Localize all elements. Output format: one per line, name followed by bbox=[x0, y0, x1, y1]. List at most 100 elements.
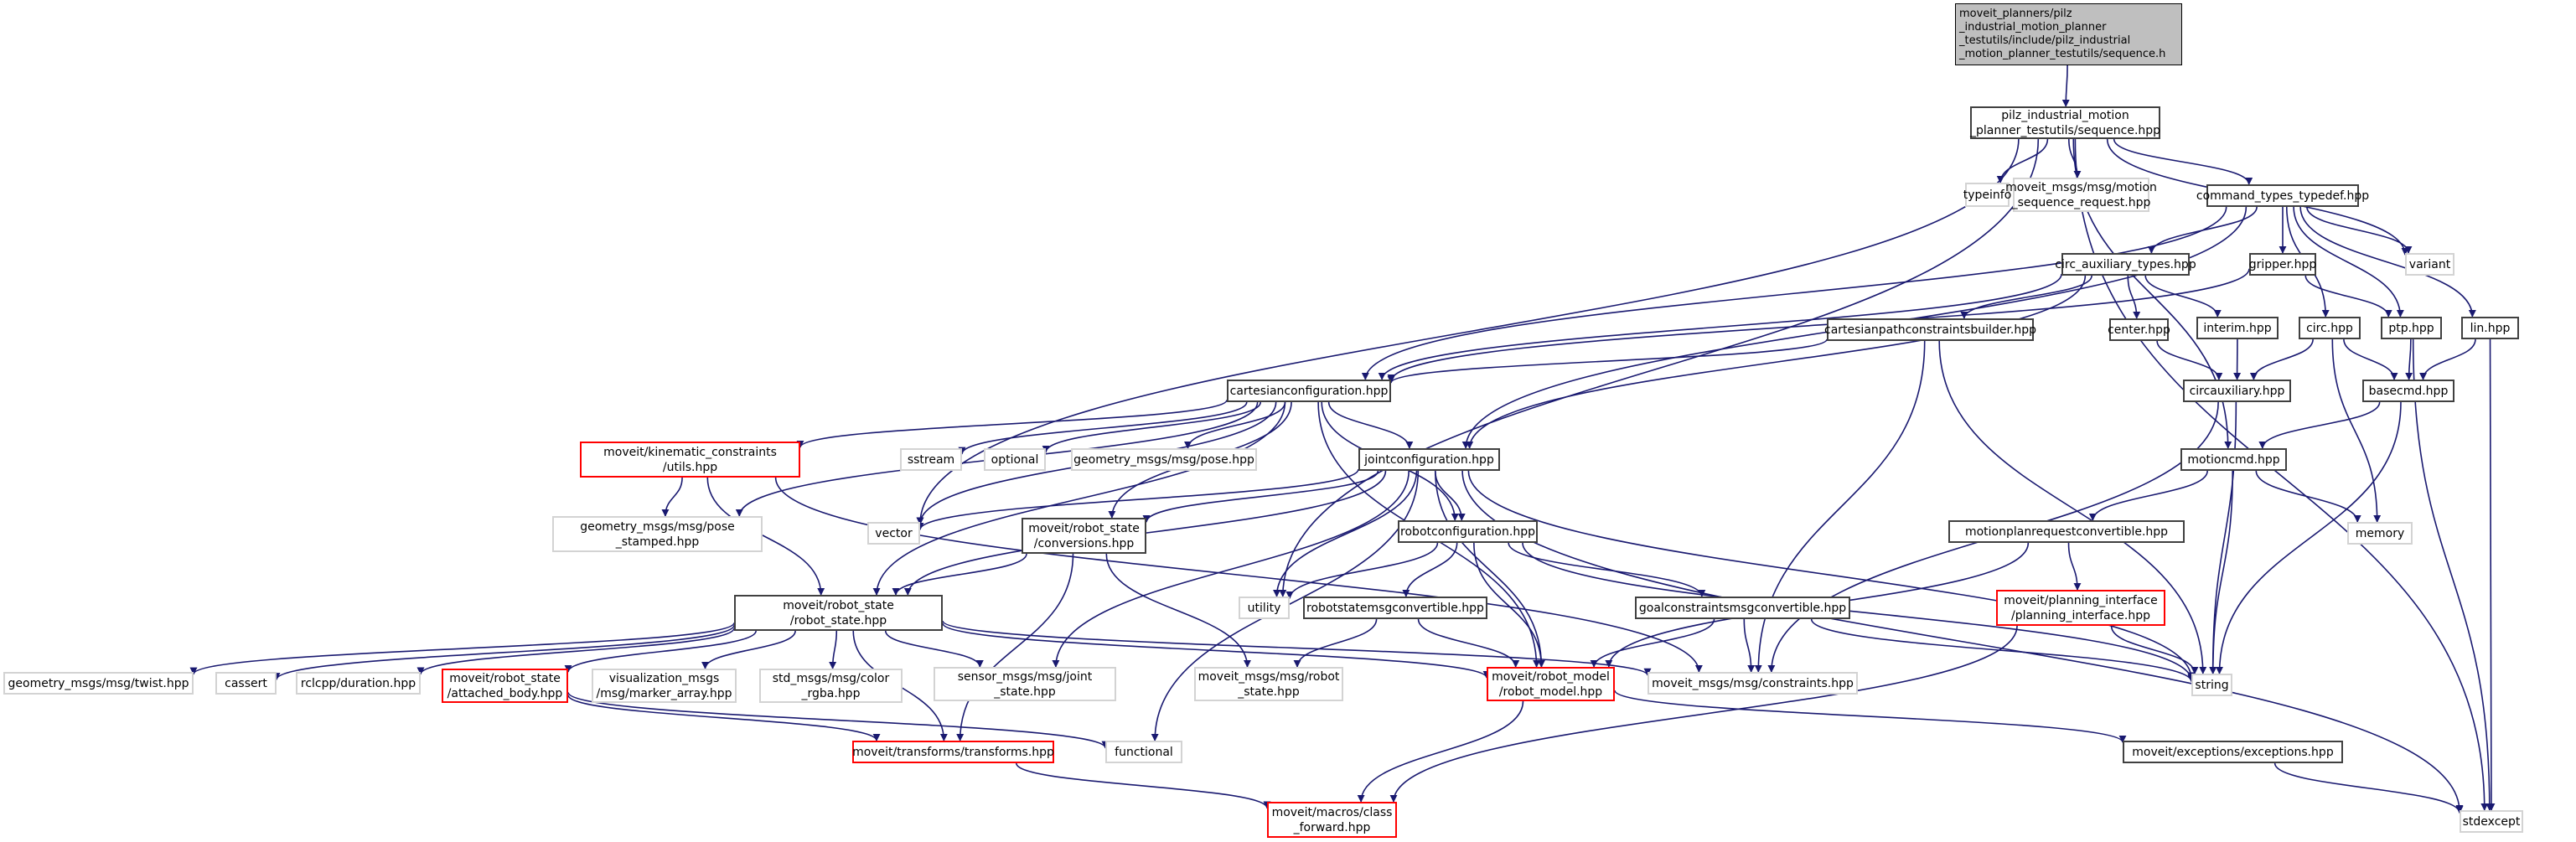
edge-jointconfiguration-to-robotconfiguration bbox=[1434, 470, 1466, 521]
edge-robot-state-to-robot-model bbox=[942, 622, 1491, 679]
edge-kinematic-utils-to-constraints bbox=[774, 477, 1703, 673]
node-robot-state-msg: moveit_msgs/msg/robot _state.hpp bbox=[1194, 667, 1343, 701]
node-gripper[interactable]: gripper.hpp bbox=[2249, 253, 2316, 276]
node-sstream: sstream bbox=[900, 448, 962, 471]
node-robotconfiguration[interactable]: robotconfiguration.hpp bbox=[1398, 520, 1538, 543]
node-pose: geometry_msgs/msg/pose.hpp bbox=[1071, 448, 1257, 471]
node-optional: optional bbox=[984, 448, 1046, 471]
edge-circauxiliary-to-string bbox=[2209, 401, 2237, 674]
edge-exceptions-to-stdexcept bbox=[2273, 762, 2464, 814]
node-robotstatemsgconvertible[interactable]: robotstatemsgconvertible.hpp bbox=[1303, 597, 1487, 619]
edge-cartesianconfiguration-to-jointconfiguration bbox=[1327, 401, 1414, 449]
edge-command-types-typedef-to-lin bbox=[2299, 206, 2476, 318]
edge-circ-auxiliary-types-to-cartesianconfiguration bbox=[1378, 273, 2062, 380]
node-stdexcept: stdexcept bbox=[2460, 810, 2523, 833]
node-lin[interactable]: lin.hpp bbox=[2461, 317, 2519, 339]
edge-robotstatemsgconvertible-to-robot-state-msg bbox=[1293, 618, 1378, 668]
edge-circ-auxiliary-types-to-center bbox=[2127, 275, 2141, 319]
edge-sequence-hpp-to-typeinfo bbox=[1996, 138, 2049, 183]
node-cassert: cassert bbox=[215, 672, 277, 695]
node-basecmd[interactable]: basecmd.hpp bbox=[2362, 380, 2454, 402]
edge-cartesianconfiguration-to-robot-state bbox=[872, 401, 1286, 596]
edge-cartesianconfiguration-to-kinematic-utils bbox=[796, 399, 1228, 448]
edge-circ-to-circauxiliary bbox=[2249, 338, 2314, 380]
edge-goalconstraintsmsgconvertible-to-string bbox=[1810, 618, 2196, 683]
edge-robot-model-to-exceptions bbox=[1614, 690, 2127, 743]
edge-kinematic-utils-to-robot-state bbox=[706, 477, 825, 596]
edge-robotconfiguration-to-robot-model bbox=[1473, 542, 1545, 668]
edge-circ-auxiliary-types-to-jointconfiguration bbox=[1466, 275, 2087, 449]
edge-circ-auxiliary-types-to-interim bbox=[2144, 275, 2222, 318]
edge-robot-state-to-marker-array bbox=[701, 630, 796, 669]
edge-motionplanrequestconvertible-to-planning-interface bbox=[2067, 542, 2082, 591]
edge-robot-state-to-constraints bbox=[942, 620, 1652, 676]
node-interim[interactable]: interim.hpp bbox=[2196, 317, 2279, 339]
edge-jointconfiguration-to-joint-state bbox=[1052, 470, 1410, 668]
node-circ-auxiliary-types[interactable]: circ_auxiliary_types.hpp bbox=[2055, 253, 2196, 276]
edge-robot-state-to-color-rgba bbox=[829, 630, 838, 669]
edge-robotconfiguration-to-robotstatemsgconvertible bbox=[1402, 542, 1458, 597]
node-class-forward[interactable]: moveit/macros/class _forward.hpp bbox=[1267, 802, 1397, 838]
node-joint-state: sensor_msgs/msg/joint _state.hpp bbox=[934, 667, 1116, 701]
node-command-types-typedef[interactable]: command_types_typedef.hpp bbox=[2196, 184, 2369, 207]
node-sequence-hpp[interactable]: pilz_industrial_motion _planner_testutil… bbox=[1970, 106, 2160, 139]
edge-command-types-typedef-to-ptp bbox=[2293, 206, 2404, 318]
edge-robot-state-to-cassert bbox=[272, 624, 735, 681]
edge-robot-state-to-attached-body bbox=[564, 630, 757, 673]
edge-robotconfiguration-to-goalconstraintsmsgconvertible bbox=[1508, 542, 1706, 597]
node-attached-body[interactable]: moveit/robot_state /attached_body.hpp bbox=[442, 669, 568, 703]
edge-motioncmd-to-memory bbox=[2255, 470, 2361, 523]
edge-sequence-hpp-to-utility bbox=[1279, 138, 2040, 597]
edge-basecmd-to-motioncmd bbox=[2258, 401, 2381, 449]
node-motioncmd[interactable]: motioncmd.hpp bbox=[2180, 448, 2287, 471]
node-transforms[interactable]: moveit/transforms/transforms.hpp bbox=[852, 741, 1054, 763]
edge-command-types-typedef-to-cartesianconfiguration bbox=[1361, 206, 2227, 380]
node-root[interactable]: moveit_planners/pilz _industrial_motion_… bbox=[1955, 3, 2182, 65]
edge-basecmd-to-string bbox=[2216, 401, 2402, 674]
node-circauxiliary[interactable]: circauxiliary.hpp bbox=[2183, 380, 2291, 402]
edge-jointconfiguration-to-utility bbox=[1273, 470, 1418, 597]
edge-sequence-hpp-to-command-types-typedef bbox=[2113, 138, 2253, 185]
edge-cartesianconfiguration-to-pose bbox=[1184, 401, 1286, 449]
edge-jointconfiguration-to-robot-state bbox=[903, 470, 1387, 596]
node-variant: variant bbox=[2405, 253, 2454, 276]
node-string: string bbox=[2191, 674, 2232, 696]
edge-robot-state-to-joint-state bbox=[884, 630, 984, 668]
edge-motioncmd-to-motionplanrequestconvertible bbox=[2088, 470, 2208, 521]
edge-jointconfiguration-to-robot-model bbox=[1435, 470, 1545, 668]
edge-conversions-to-robot-state-msg bbox=[1105, 553, 1251, 668]
node-planning-interface[interactable]: moveit/planning_interface /planning_inte… bbox=[1996, 590, 2165, 626]
node-twist: geometry_msgs/msg/twist.hpp bbox=[3, 672, 194, 695]
node-motion-sequence-request: moveit_msgs/msg/motion _sequence_request… bbox=[2005, 178, 2157, 212]
edge-sequence-hpp-to-stdexcept bbox=[2074, 138, 2489, 811]
node-cartesianconfiguration[interactable]: cartesianconfiguration.hpp bbox=[1227, 380, 1391, 402]
node-center[interactable]: center.hpp bbox=[2108, 318, 2170, 341]
edge-goalconstraintsmsgconvertible-to-robot-model bbox=[1590, 618, 1715, 668]
node-goalconstraintsmsgconvertible[interactable]: goalconstraintsmsgconvertible.hpp bbox=[1635, 597, 1850, 619]
node-circ[interactable]: circ.hpp bbox=[2299, 317, 2361, 339]
node-jointconfiguration[interactable]: jointconfiguration.hpp bbox=[1358, 448, 1500, 471]
node-motionplanrequestconvertible[interactable]: motionplanrequestconvertible.hpp bbox=[1948, 520, 2185, 543]
edge-command-types-typedef-to-variant bbox=[2306, 206, 2413, 254]
node-cartesianpathconstraintsbuilder[interactable]: cartesianpathconstraintsbuilder.hpp bbox=[1824, 318, 2036, 341]
edge-ptp-to-stdexcept bbox=[2412, 338, 2494, 811]
node-conversions[interactable]: moveit/robot_state /conversions.hpp bbox=[1022, 518, 1146, 554]
edge-robotconfiguration-to-utility bbox=[1285, 542, 1439, 599]
edge-cartesianpathconstraintsbuilder-to-constraints bbox=[1754, 340, 1926, 673]
node-robot-model[interactable]: moveit/robot_model /robot_model.hpp bbox=[1487, 667, 1615, 701]
edge-lin-to-basecmd bbox=[2419, 338, 2476, 380]
node-exceptions[interactable]: moveit/exceptions/exceptions.hpp bbox=[2123, 741, 2343, 763]
node-ptp[interactable]: ptp.hpp bbox=[2381, 317, 2442, 339]
edge-jointconfiguration-to-conversions bbox=[1142, 470, 1379, 523]
node-memory: memory bbox=[2347, 522, 2413, 545]
node-typeinfo: typeinfo bbox=[1963, 183, 2011, 207]
node-robot-state[interactable]: moveit/robot_state /robot_state.hpp bbox=[734, 595, 943, 631]
node-kinematic-utils[interactable]: moveit/kinematic_constraints /utils.hpp bbox=[580, 442, 800, 478]
edge-planning-interface-to-string bbox=[2110, 625, 2199, 674]
edge-motioncmd-to-string bbox=[2209, 470, 2233, 674]
edge-robotconfiguration-to-string bbox=[1522, 542, 2196, 682]
node-duration: rclcpp/duration.hpp bbox=[296, 672, 421, 695]
edge-gripper-to-ptp bbox=[2304, 275, 2392, 318]
